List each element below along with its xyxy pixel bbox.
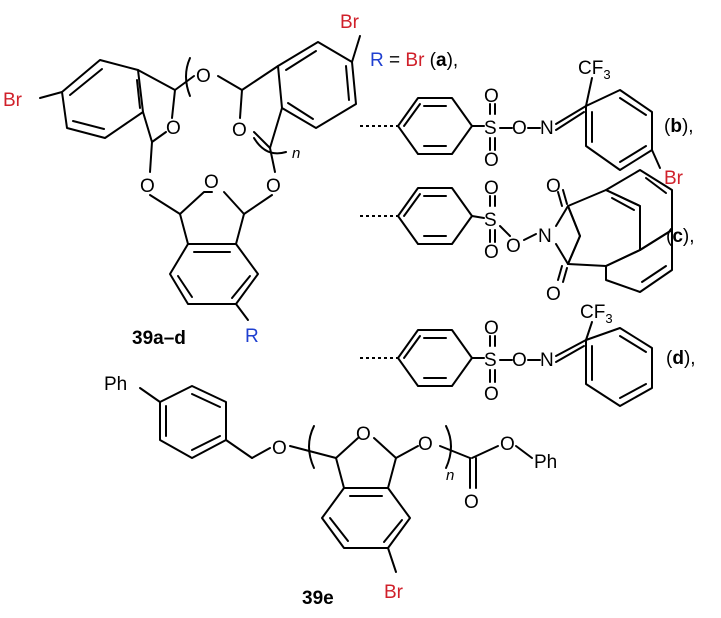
- s-atom-c: S: [484, 210, 497, 231]
- r-group-definitions: R = Br (a), S O O O N CF3: [360, 50, 696, 407]
- o-atom-ester: O: [500, 434, 515, 455]
- o-atom-c-bottom: O: [484, 242, 499, 263]
- r-group-d-label: (d),: [666, 348, 696, 369]
- o-atom-39e-link: O: [418, 434, 433, 455]
- compound-label-39e: 39e: [302, 588, 334, 609]
- r-group-b-structure: S O O O N CF3 Br (b),: [360, 58, 694, 189]
- upper-right-benzene-ring: [277, 41, 357, 129]
- o-atom-b-link: O: [512, 118, 527, 139]
- benzyl-ring: [159, 385, 227, 459]
- polymer-39e: Ph O O O n O O Ph: [104, 374, 557, 609]
- o-atom-top-bridge: O: [196, 66, 211, 87]
- o-atom-39e-ring: O: [356, 424, 371, 445]
- br-atom-upper-right: Br: [340, 12, 360, 33]
- r-group-a-line: R = Br (a),: [370, 50, 458, 71]
- o-atom-b-bottom: O: [484, 150, 499, 171]
- o-atom-c-carbonyl-bottom: O: [546, 284, 561, 305]
- s-atom-b: S: [484, 118, 497, 139]
- o-atom-c-carbonyl-top: O: [546, 176, 561, 197]
- r-group-d-structure: S O O O N CF3 (d),: [360, 302, 696, 407]
- cf3-group-b: CF3: [578, 58, 611, 82]
- repeat-n-label-bottom: n: [446, 467, 454, 484]
- n-atom-d: N: [540, 350, 554, 371]
- s-atom-d: S: [484, 350, 497, 371]
- br-atom-left: Br: [3, 90, 23, 111]
- r-group-c-structure: S O O O N O O: [360, 169, 695, 305]
- lower-benzene-ring: [169, 243, 259, 305]
- o-atom-d-link: O: [512, 350, 527, 371]
- repeat-n-label-top: n: [292, 145, 300, 162]
- n-atom-c: N: [538, 226, 552, 247]
- br-atom-b: Br: [664, 168, 684, 189]
- r-group-b-label: (b),: [664, 116, 694, 137]
- ph-group-biphenyl: Ph: [104, 374, 127, 395]
- o-atom-d-bottom: O: [484, 384, 499, 405]
- 39e-benzene-ring: [321, 487, 411, 549]
- left-benzene-ring: [61, 59, 144, 139]
- o-atom-d-top: O: [484, 318, 499, 339]
- cf3-group-d: CF3: [580, 302, 613, 326]
- o-atom-c-link: O: [506, 236, 521, 257]
- o-atom-c-top: O: [484, 178, 499, 199]
- br-atom-39e: Br: [384, 582, 404, 603]
- o-atom-b-top: O: [484, 86, 499, 107]
- o-atom-ether: O: [272, 438, 287, 459]
- o-atom-center-ring: O: [204, 172, 219, 193]
- o-atom-right-ring: O: [232, 120, 247, 141]
- macrocycle-39a-d: Br O O O Br O O n: [3, 12, 361, 349]
- o-atom-left-bridge: O: [140, 176, 155, 197]
- o-atom-right-bridge: O: [266, 176, 281, 197]
- n-atom-b: N: [540, 118, 554, 139]
- r-group-c-label: (c),: [666, 226, 695, 247]
- o-atom-carbonyl: O: [464, 492, 479, 513]
- r-substituent: R: [245, 326, 259, 347]
- o-atom-left-ring: O: [166, 118, 181, 139]
- compound-label-39a-d: 39a–d: [132, 328, 186, 349]
- ph-group-ester: Ph: [534, 452, 557, 473]
